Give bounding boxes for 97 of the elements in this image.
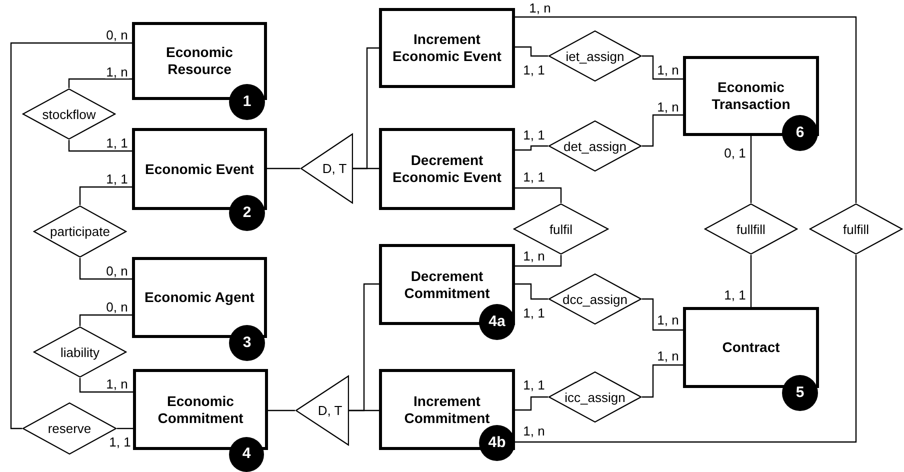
entity-name: Economic Agent [144, 289, 254, 306]
connector-line [642, 364, 683, 398]
number-badge: 1 [229, 84, 265, 120]
relationship-diamond [548, 273, 642, 325]
entity-box [379, 244, 515, 325]
connector-line [515, 16, 857, 203]
cardinality-label: 1, 1 [105, 136, 129, 150]
connector-line [268, 410, 295, 412]
relationship-diamond [22, 402, 117, 455]
relationship-diamond [33, 326, 127, 378]
cardinality-label: 0, n [105, 300, 129, 314]
relationship-name: fullfill [736, 222, 766, 236]
cardinality-label: 1, n [656, 350, 680, 362]
connector-line [515, 283, 548, 300]
connector-line [515, 396, 548, 411]
cardinality-label: 0, n [105, 28, 129, 42]
entity-name: Economic Commitment [156, 392, 244, 426]
connector-line [79, 314, 132, 326]
disjoint-total-triangle [295, 375, 349, 446]
entity-name: Economic Resource [165, 44, 234, 78]
number-badge: 3 [229, 325, 265, 361]
cardinality-label: 1, 1 [522, 64, 546, 76]
cardinality-label: 1, 1 [723, 288, 747, 302]
connector-line [515, 255, 857, 443]
relationship-name: fulfill [842, 222, 869, 236]
connector-line [515, 145, 548, 151]
number-badge: 6 [782, 115, 818, 151]
entity-name: Decrement Commitment [403, 268, 491, 302]
entity-box [379, 369, 515, 450]
connector-line [68, 140, 132, 152]
relationship-name: reserve [48, 422, 92, 435]
connector-line [68, 78, 132, 88]
specialization-label: D, T [318, 404, 342, 417]
cardinality-label: 1, n [522, 250, 546, 262]
entity-name: Economic Event [145, 160, 254, 178]
connector-line [353, 168, 379, 170]
connector-line [515, 187, 562, 203]
connector-line [750, 255, 752, 307]
relationship-diamond [548, 371, 642, 423]
entity-name: Increment Commitment [403, 392, 491, 426]
connector-line [642, 55, 683, 80]
relationship-name: stockflow [42, 108, 96, 120]
connector-line [642, 298, 683, 331]
connector-line [750, 136, 752, 203]
cardinality-label: 1, 1 [522, 378, 546, 392]
entity-name: Increment Economic Event [392, 31, 502, 65]
cardinality-label: 1, n [522, 424, 546, 438]
entity-name: Economic Transaction [710, 79, 792, 113]
connector-line [642, 114, 683, 147]
relationship-name: fulfil [549, 222, 573, 236]
relationship-name: participate [50, 225, 110, 238]
cardinality-label: 1, 1 [108, 436, 132, 448]
entity-box [683, 307, 819, 388]
connector-line [79, 378, 133, 393]
relationship-name: icc_assign [564, 390, 626, 404]
disjoint-total-triangle [300, 133, 353, 204]
relationship-name: dcc_assign [562, 292, 628, 306]
entity-name: Decrement Economic Event [392, 152, 502, 186]
entity-box [379, 128, 515, 210]
relationship-diamond [809, 203, 903, 255]
entity-box [683, 56, 819, 136]
relationship-diamond [33, 205, 127, 258]
connector-line [515, 255, 562, 267]
relationship-diamond [704, 203, 798, 255]
connector-line [10, 42, 132, 430]
number-badge: 5 [782, 375, 818, 411]
entity-box [132, 257, 267, 338]
entity-box [379, 8, 515, 88]
number-badge: 2 [229, 195, 265, 231]
cardinality-label: 1, 1 [522, 128, 546, 142]
cardinality-label: 0, n [105, 264, 129, 278]
connector-line [117, 428, 133, 430]
connector-line [515, 46, 548, 57]
connector-line [267, 168, 300, 170]
relationship-diamond [548, 30, 642, 82]
cardinality-label: 1, n [105, 378, 129, 390]
cardinality-label: 1, n [656, 64, 680, 76]
cardinality-label: 0, 1 [723, 146, 747, 160]
cardinality-label: 1, n [656, 314, 680, 326]
relationship-name: det_assign [564, 140, 626, 152]
cardinality-label: 1, 1 [522, 170, 546, 184]
cardinality-label: 1, n [528, 2, 552, 14]
connector-line [79, 186, 132, 205]
cardinality-label: 1, 1 [105, 172, 129, 186]
relationship-diamond [548, 120, 642, 172]
cardinality-label: 1, n [105, 66, 129, 78]
cardinality-label: 1, n [656, 100, 680, 114]
number-badge: 4 [229, 437, 264, 472]
relationship-name: iet_assign [566, 50, 624, 62]
connector-line [349, 410, 379, 412]
specialization-label: D, T [322, 162, 347, 175]
relationship-diamond [22, 88, 116, 140]
connector-line [79, 258, 132, 280]
entity-name: Contract [722, 339, 780, 356]
cardinality-label: 1, 1 [522, 306, 546, 320]
number-badge: 4a [479, 304, 515, 340]
relationship-name: liability [60, 346, 100, 358]
